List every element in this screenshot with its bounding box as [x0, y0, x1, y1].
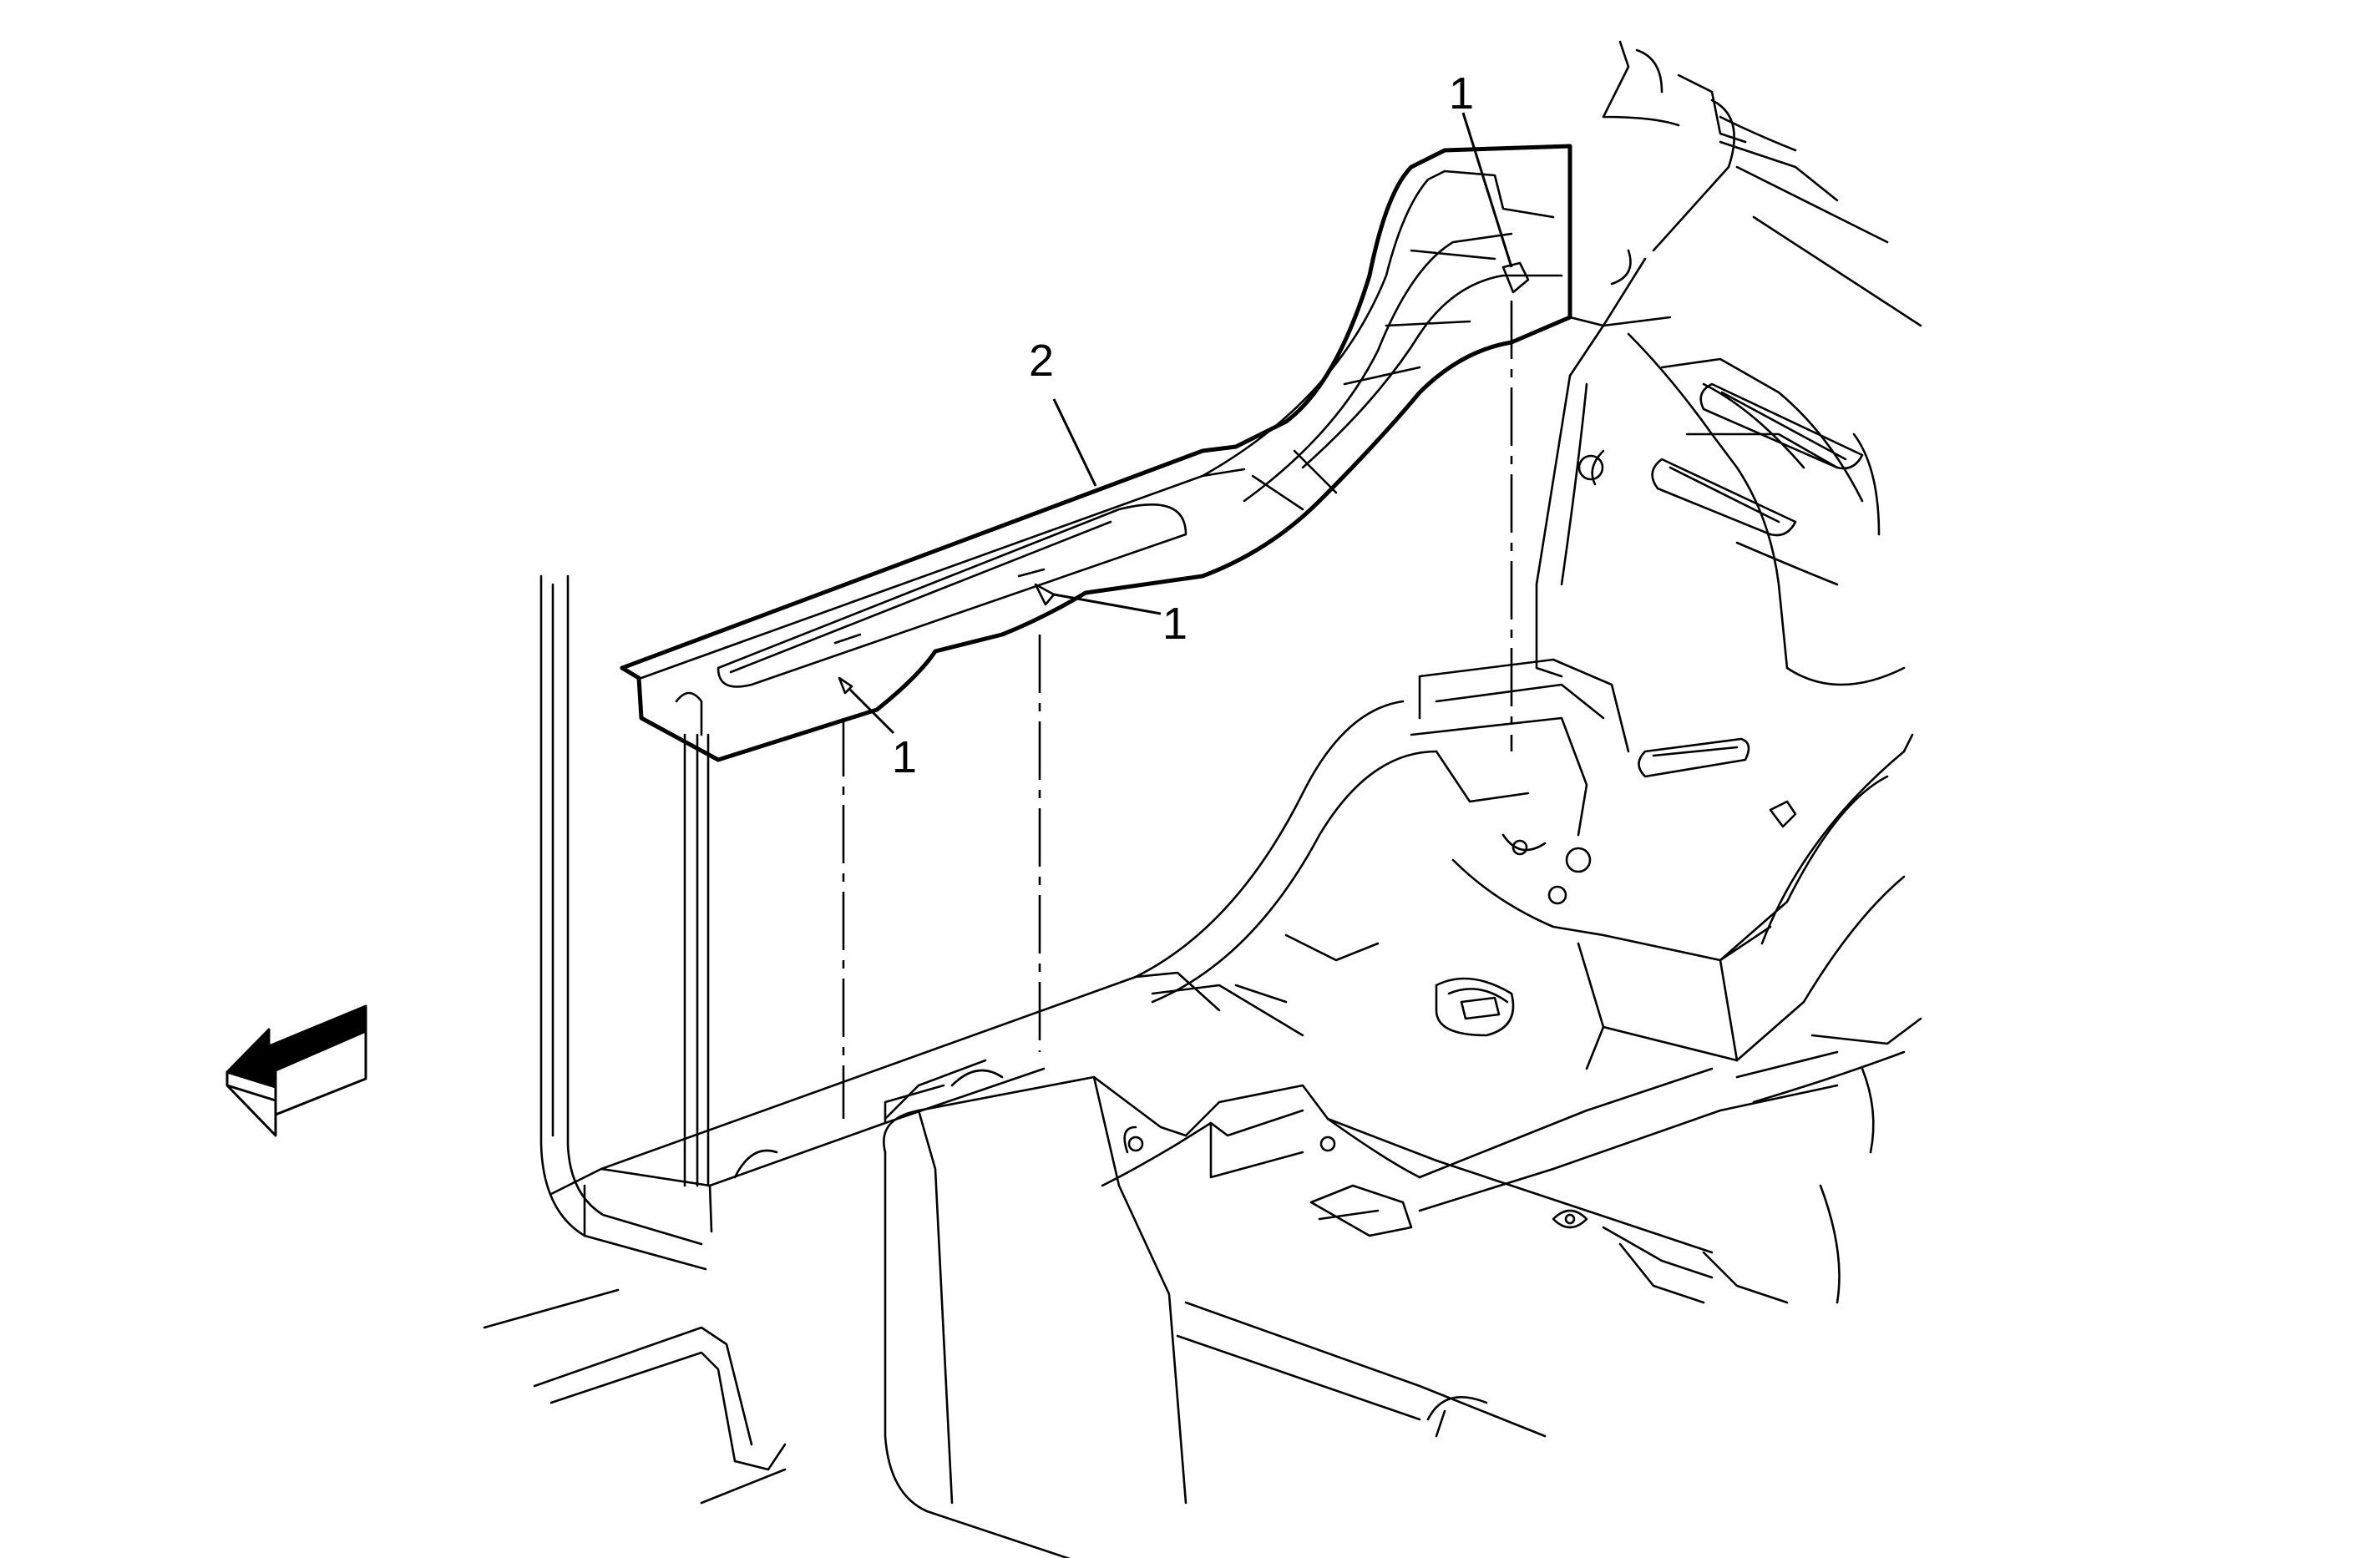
- install-guide-lines: [675, 301, 1513, 1187]
- callout-2: 2: [1029, 336, 1054, 386]
- floor-pan: [883, 984, 1839, 1558]
- callout-leaders: [848, 112, 1513, 735]
- lower-floor-pocket: [533, 1326, 787, 1505]
- door-opening-edge: [483, 574, 713, 1329]
- callout-1-mid: 1: [1162, 599, 1187, 649]
- sill-trim-panel: [620, 144, 1572, 762]
- front-direction-arrow-icon: [225, 1004, 367, 1137]
- callout-1-low: 1: [892, 732, 917, 782]
- rear-quarter-panel: [1234, 40, 1922, 1304]
- floor-rocker: [600, 700, 1438, 1187]
- callout-1-top: 1: [1449, 68, 1474, 119]
